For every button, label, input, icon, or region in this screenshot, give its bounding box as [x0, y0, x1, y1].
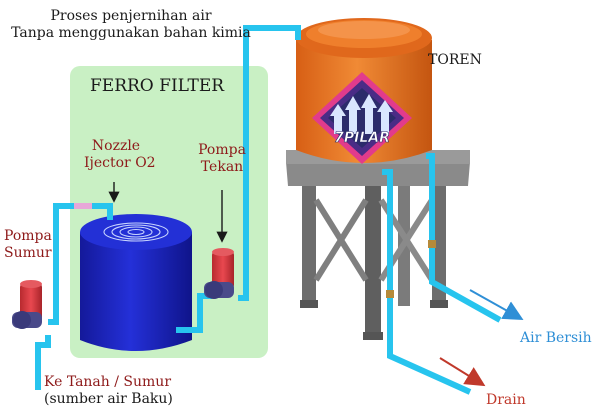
logo-text: 7PILAR — [334, 130, 390, 146]
nozzle-label: Nozzle Ijector O2 — [84, 138, 156, 172]
pipes — [35, 25, 502, 395]
toren-label: TOREN — [428, 52, 482, 68]
logo-7pilar: 7PILAR — [312, 72, 412, 164]
source-label-line-1: Ke Tanah / Sumur — [44, 374, 172, 390]
pompa-sumur-label-line-2: Sumur — [4, 244, 52, 261]
drain-label: Drain — [486, 392, 526, 408]
filter-box-title: FERRO FILTER — [90, 76, 225, 96]
air-bersih-arrow — [469, 289, 524, 320]
pompa-tekan-label-line-1: Pompa — [198, 142, 246, 158]
nozzle-label-line-2: Ijector O2 — [84, 154, 156, 171]
pompa-sumur-label: Pompa Sumur — [4, 228, 52, 262]
caption-line-2: Tanpa menggunakan bahan kimia — [11, 24, 251, 41]
pompa-sumur-pump — [12, 280, 42, 329]
caption: Proses penjernihan air Tanpa menggunakan… — [6, 8, 256, 42]
caption-line-1: Proses penjernihan air — [50, 8, 212, 24]
pompa-tekan-label-line-2: Tekan — [200, 158, 244, 175]
drain-arrow — [439, 357, 486, 387]
valve-icon — [386, 240, 436, 298]
pompa-sumur-label-line-1: Pompa — [4, 228, 52, 244]
tower-stand — [286, 150, 470, 340]
pompa-tekan-pump — [204, 248, 234, 299]
swirl-icon — [103, 222, 169, 242]
source-label-line-2: (sumber air Baku) — [44, 390, 173, 407]
source-label: Ke Tanah / Sumur (sumber air Baku) — [44, 374, 173, 408]
nozzle-label-line-1: Nozzle — [91, 138, 141, 154]
pompa-tekan-label: Pompa Tekan — [190, 142, 254, 176]
nozzle-segment — [74, 203, 92, 209]
filter-tank — [80, 214, 192, 351]
air-bersih-label: Air Bersih — [520, 330, 592, 346]
